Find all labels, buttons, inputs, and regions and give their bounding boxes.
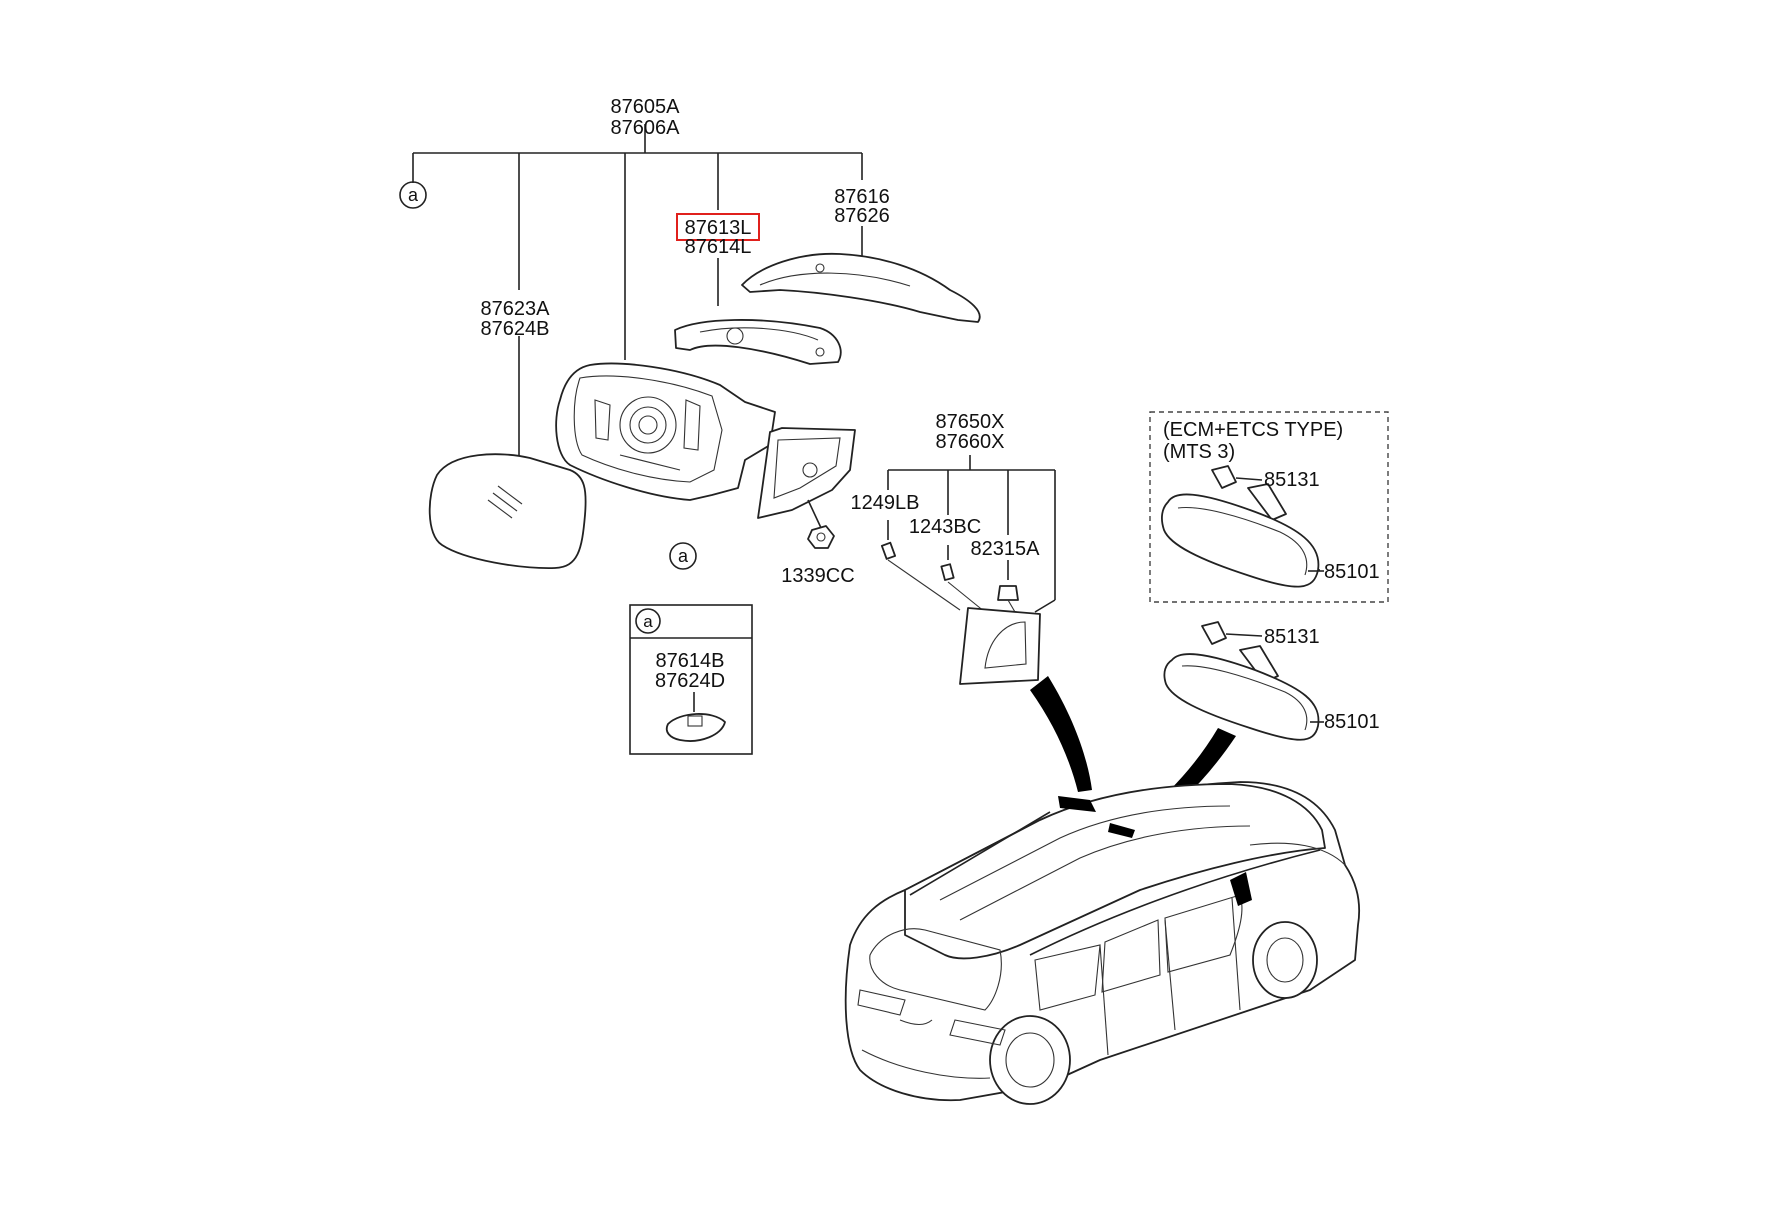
- trim-leader-lines: [887, 455, 1056, 613]
- label-87623A: 87623A: [481, 298, 551, 320]
- label-82315A: 82315A: [971, 538, 1041, 560]
- highlight-box-87613L: [676, 213, 760, 241]
- inset-callout-a: a: [643, 612, 653, 631]
- callout-a-top: a: [399, 181, 427, 209]
- nut-part: [807, 525, 835, 549]
- screw-1243BC-part: [940, 563, 986, 613]
- label-87616: 87616: [834, 186, 890, 208]
- label-87626: 87626: [834, 205, 890, 227]
- vehicle-illustration: [844, 781, 1361, 1105]
- label-ecm-85101: 85101: [1324, 561, 1380, 583]
- ecm-title-line1: (ECM+ETCS TYPE): [1163, 419, 1343, 441]
- label-87624B: 87624B: [481, 318, 550, 340]
- mirror-base-part: [757, 427, 856, 531]
- mirror-housing-part: [555, 362, 776, 501]
- label-87613L: 87613L: [685, 217, 752, 239]
- std-rear-view-mirror-part: 85101: [1163, 653, 1380, 741]
- label-ecm-85131: 85131: [1264, 469, 1320, 491]
- label-std-85101: 85101: [1324, 711, 1380, 733]
- label-std-85131: 85131: [1264, 626, 1320, 648]
- label-87650X: 87650X: [936, 411, 1005, 433]
- ecm-type-box: [1149, 411, 1389, 603]
- label-1243BC: 1243BC: [909, 516, 981, 538]
- ecm-rear-view-mirror-part: 85101: [1161, 493, 1380, 588]
- callout-a-label: a: [408, 185, 419, 205]
- label-1249LB: 1249LB: [851, 492, 920, 514]
- mirror-cover-part: [741, 252, 981, 323]
- clip-82315A-part: [997, 585, 1019, 613]
- callout-a-housing: a: [669, 542, 697, 570]
- side-repeater-lamp-part: [674, 319, 842, 365]
- inset-box-a: a 87614B 87624D: [629, 604, 753, 755]
- screw-1249LB-part: [880, 541, 961, 611]
- mirror-trim-cover-part: [959, 607, 1041, 685]
- label-87624D: 87624D: [655, 670, 725, 692]
- mirror-glass-part: [428, 453, 587, 569]
- top-leader-tree: [412, 124, 863, 462]
- ecm-title-line2: (MTS 3): [1163, 441, 1235, 463]
- label-1339CC: 1339CC: [781, 565, 854, 587]
- std-mirror-cover-part: 85131: [1201, 621, 1320, 683]
- label-87614B: 87614B: [656, 650, 725, 672]
- arrow-trim-to-vehicle: [1030, 676, 1092, 792]
- label-87606A: 87606A: [611, 117, 681, 139]
- label-87660X: 87660X: [936, 431, 1005, 453]
- callout-a-label-2: a: [678, 546, 689, 566]
- ecm-mirror-cover-part: 85131: [1211, 465, 1320, 521]
- label-87605A: 87605A: [611, 96, 681, 118]
- label-87614L: 87614L: [685, 236, 752, 258]
